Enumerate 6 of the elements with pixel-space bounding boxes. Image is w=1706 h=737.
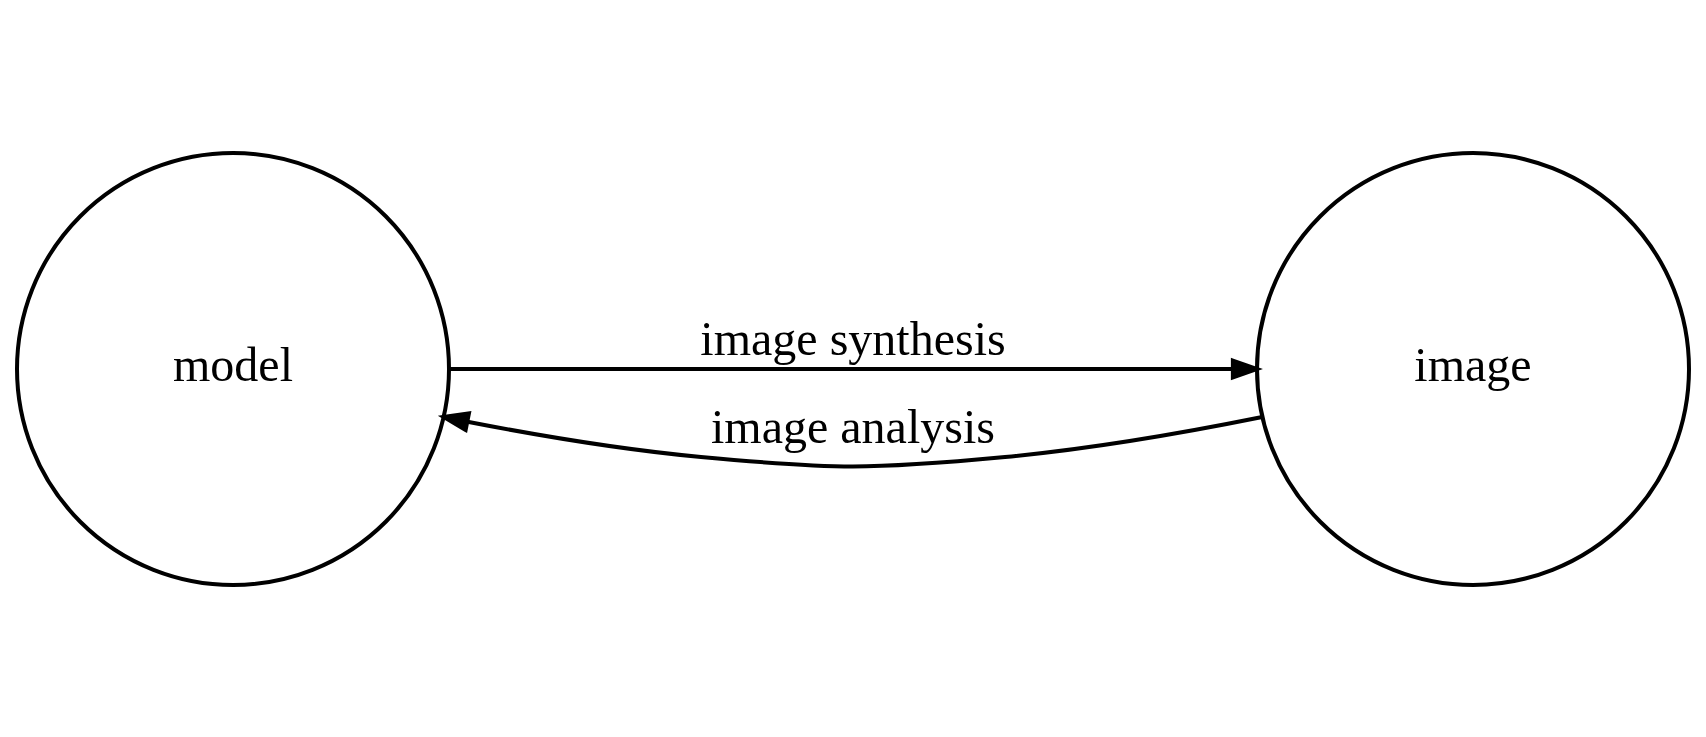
arrow [449,357,1263,380]
node-circle: image [1255,150,1691,587]
node-circle: model [15,150,451,587]
edge-label: image synthesis [700,311,1006,365]
arrow [437,410,1263,468]
edge-label: image analysis [711,399,995,453]
